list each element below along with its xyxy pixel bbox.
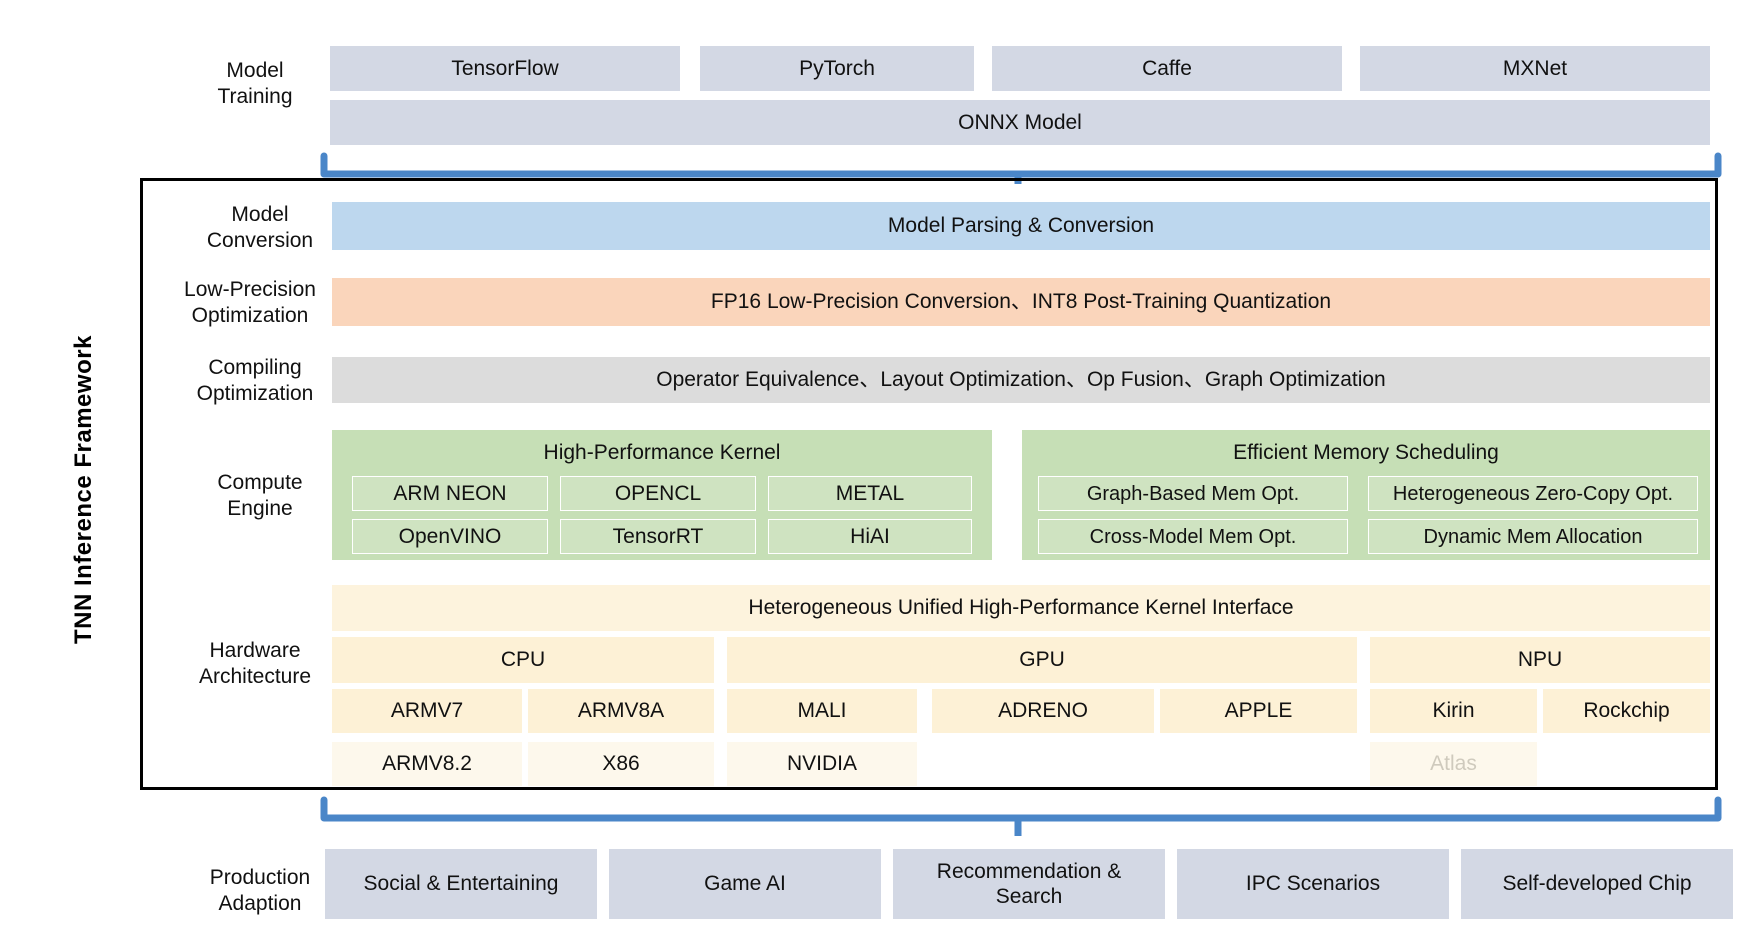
hardware-chip-armv8-2[interactable]: ARMV8.2 xyxy=(332,742,522,786)
production-item-social-entertaining[interactable]: Social & Entertaining xyxy=(325,849,597,919)
production-item-game-ai[interactable]: Game AI xyxy=(609,849,881,919)
framework-box-pytorch[interactable]: PyTorch xyxy=(700,46,974,91)
low-precision-bar[interactable]: FP16 Low-Precision Conversion、INT8 Post-… xyxy=(332,278,1710,326)
row-label-production-adaption: Production Adaption xyxy=(209,866,311,915)
compute-item-heterogeneous-zero-copy-opt[interactable]: Heterogeneous Zero-Copy Opt. xyxy=(1368,476,1698,511)
hardware-chip-adreno[interactable]: ADRENO xyxy=(932,689,1154,733)
compute-item-opencl[interactable]: OPENCL xyxy=(560,476,756,511)
production-item-recommendation-search[interactable]: Recommendation & Search xyxy=(893,849,1165,919)
framework-box-mxnet[interactable]: MXNet xyxy=(1360,46,1710,91)
row-label-compute-engine: Compute Engine xyxy=(217,471,303,520)
row-label-low-precision: Low-Precision Optimization xyxy=(184,278,316,327)
hardware-chip-rockchip[interactable]: Rockchip xyxy=(1543,689,1710,733)
hardware-chip-mali[interactable]: MALI xyxy=(727,689,917,733)
hardware-chip-kirin[interactable]: Kirin xyxy=(1370,689,1537,733)
row-label-model-training: Model Training xyxy=(217,59,293,108)
compute-item-openvino[interactable]: OpenVINO xyxy=(352,519,548,554)
hardware-chip-atlas[interactable]: Atlas xyxy=(1370,742,1537,786)
kernel-interface-bar[interactable]: Heterogeneous Unified High-Performance K… xyxy=(332,585,1710,631)
framework-outline xyxy=(140,178,1718,790)
compute-item-tensorrt[interactable]: TensorRT xyxy=(560,519,756,554)
framework-title: TNN Inference Framework xyxy=(70,335,97,645)
compute-group-title-kernel: High-Performance Kernel xyxy=(543,441,781,465)
row-label-model-conversion: Model Conversion xyxy=(206,203,314,252)
compiling-optimization-bar[interactable]: Operator Equivalence、Layout Optimization… xyxy=(332,357,1710,403)
bottom-connector-brace xyxy=(320,796,1722,836)
hardware-chip-apple[interactable]: APPLE xyxy=(1160,689,1357,733)
hardware-chip-armv7[interactable]: ARMV7 xyxy=(332,689,522,733)
hardware-category-npu[interactable]: NPU xyxy=(1370,637,1710,683)
compute-item-dynamic-mem-allocation[interactable]: Dynamic Mem Allocation xyxy=(1368,519,1698,554)
model-parsing-conversion-bar[interactable]: Model Parsing & Conversion xyxy=(332,202,1710,250)
hardware-category-cpu[interactable]: CPU xyxy=(332,637,714,683)
onnx-model-box[interactable]: ONNX Model xyxy=(330,100,1710,145)
hardware-category-gpu[interactable]: GPU xyxy=(727,637,1357,683)
production-item-self-developed-chip[interactable]: Self-developed Chip xyxy=(1461,849,1733,919)
compute-item-hiai[interactable]: HiAI xyxy=(768,519,972,554)
compute-group-title-memory: Efficient Memory Scheduling xyxy=(1233,441,1499,465)
hardware-chip-armv8a[interactable]: ARMV8A xyxy=(528,689,714,733)
compute-item-arm-neon[interactable]: ARM NEON xyxy=(352,476,548,511)
compute-item-metal[interactable]: METAL xyxy=(768,476,972,511)
hardware-chip-x86[interactable]: X86 xyxy=(528,742,714,786)
row-label-compiling-optimization: Compiling Optimization xyxy=(196,356,314,405)
compute-item-cross-model-mem-opt[interactable]: Cross-Model Mem Opt. xyxy=(1038,519,1348,554)
framework-box-caffe[interactable]: Caffe xyxy=(992,46,1342,91)
hardware-chip-nvidia[interactable]: NVIDIA xyxy=(727,742,917,786)
framework-box-tensorflow[interactable]: TensorFlow xyxy=(330,46,680,91)
production-item-ipc-scenarios[interactable]: IPC Scenarios xyxy=(1177,849,1449,919)
compute-item-graph-based-mem-opt[interactable]: Graph-Based Mem Opt. xyxy=(1038,476,1348,511)
row-label-hardware-architecture: Hardware Architecture xyxy=(198,639,312,688)
